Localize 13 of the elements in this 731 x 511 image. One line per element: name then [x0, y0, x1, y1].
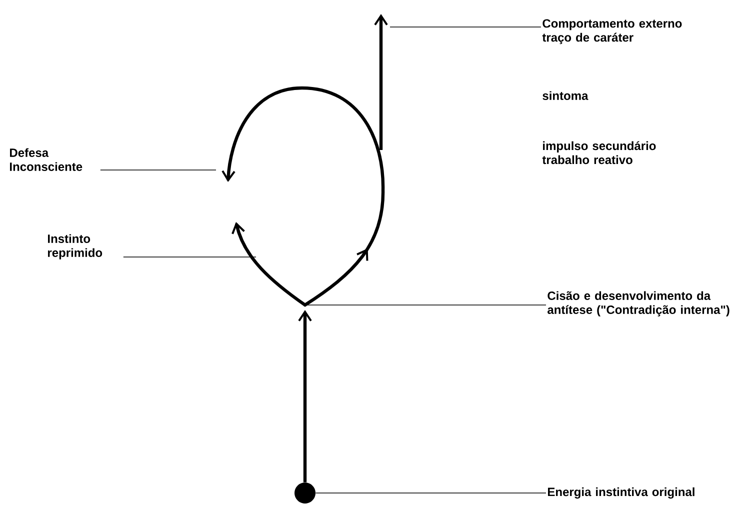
leader-line: [123, 256, 256, 258]
callout-text: Energia instintiva original: [548, 487, 694, 499]
note-text: impulso secundário trabalho reativo: [542, 141, 656, 164]
dot: [294, 482, 316, 504]
leader-line: [306, 304, 546, 306]
note-text: sintoma: [542, 91, 588, 100]
callout-text: Defesa Inconsciente: [10, 148, 82, 171]
callout-text: Cisão e desenvolvimento da antítese ("Contradição interna"): [548, 291, 730, 316]
leader-line: [390, 26, 542, 28]
leader-line: [315, 492, 546, 494]
arrow: [298, 310, 312, 482]
callout-text: Comportamento externo traço de caráter: [542, 19, 682, 44]
callout-text: Instinto reprimido: [48, 234, 102, 260]
